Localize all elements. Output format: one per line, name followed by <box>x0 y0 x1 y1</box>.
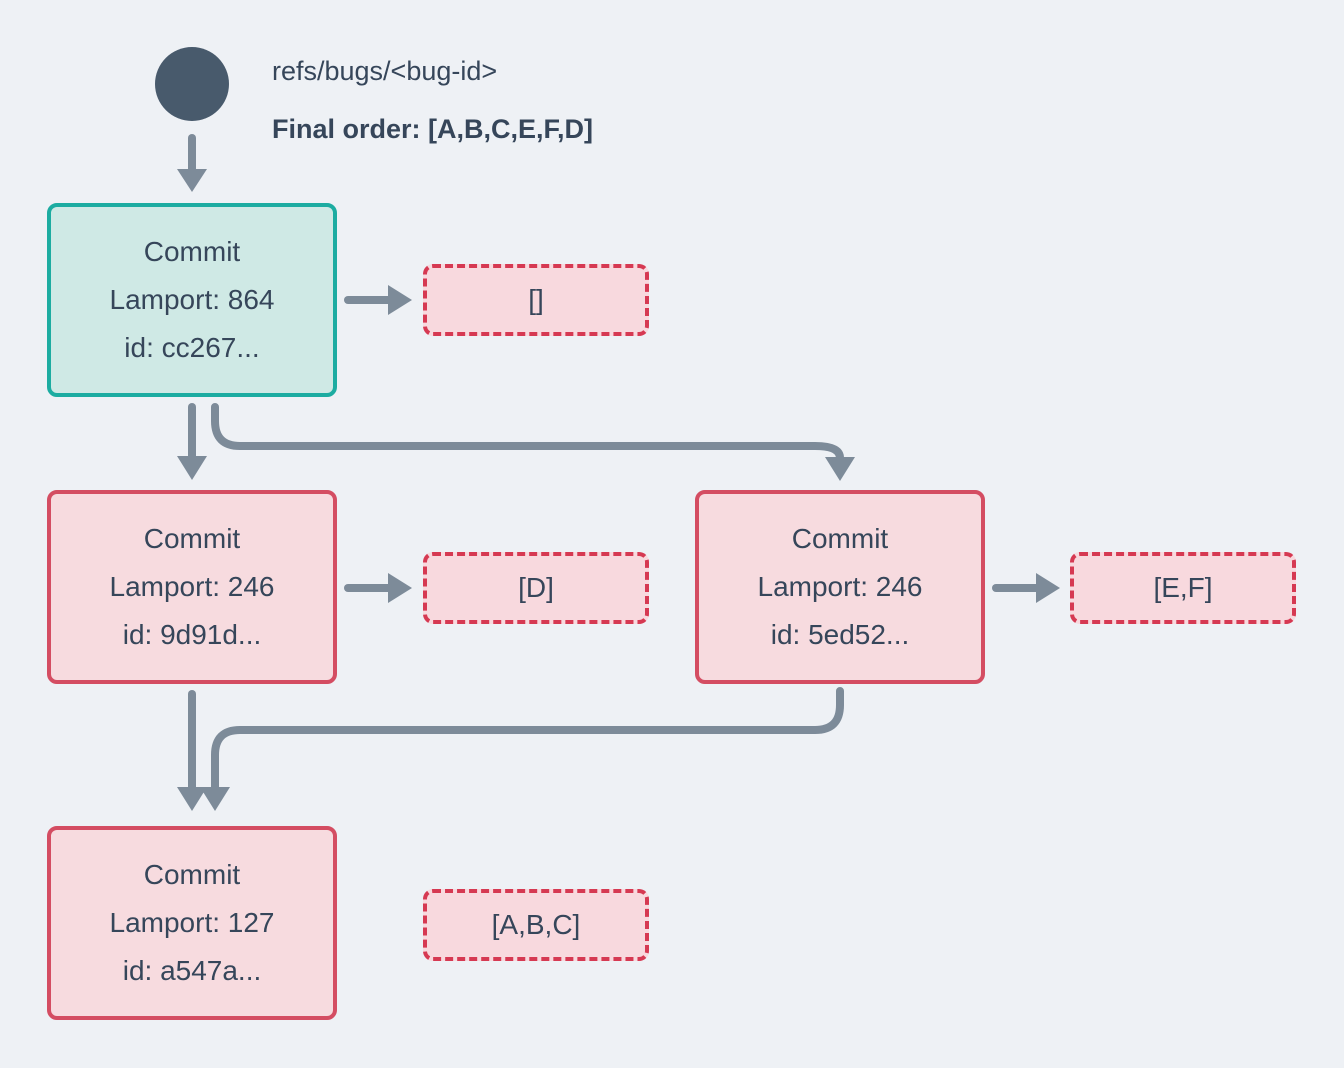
commit-title: Commit <box>791 523 889 554</box>
arrow-ref-to-root <box>177 134 207 192</box>
commit-lamport: Lamport: 864 <box>109 284 275 315</box>
arrow-left-child-to-ops <box>344 573 412 603</box>
arrow-root-to-right-child <box>211 403 855 481</box>
commit-title: Commit <box>143 859 241 890</box>
final-order-label: Final order: [A,B,C,E,F,D] <box>272 114 594 144</box>
ref-label: refs/bugs/<bug-id> <box>272 56 498 86</box>
commit-title: Commit <box>143 236 241 267</box>
commit-node-right-child: Commit Lamport: 246 id: 5ed52... <box>695 490 985 684</box>
arrow-root-to-ops <box>344 285 412 315</box>
arrow-right-child-to-merge <box>200 687 844 811</box>
commit-node-merge-child: Commit Lamport: 127 id: a547a... <box>47 826 337 1020</box>
commit-node-left-child: Commit Lamport: 246 id: 9d91d... <box>47 490 337 684</box>
operations-box-merge-child: [A,B,C] <box>423 889 649 961</box>
commit-id: id: a547a... <box>122 955 262 986</box>
commit-lamport: Lamport: 246 <box>109 571 275 602</box>
operations-box-right-child: [E,F] <box>1070 552 1296 624</box>
arrow-right-child-to-ops <box>992 573 1060 603</box>
commit-title: Commit <box>143 523 241 554</box>
arrow-root-to-left-child <box>177 403 207 480</box>
operations-box-root: [] <box>423 264 649 336</box>
commit-node-root: Commit Lamport: 864 id: cc267... <box>47 203 337 397</box>
operations-box-left-child: [D] <box>423 552 649 624</box>
commit-id: id: 5ed52... <box>770 619 910 650</box>
ref-head-icon <box>155 47 229 121</box>
arrow-left-child-to-merge <box>177 690 207 811</box>
commit-lamport: Lamport: 127 <box>109 907 275 938</box>
commit-id: id: cc267... <box>124 332 260 363</box>
commit-id: id: 9d91d... <box>122 619 262 650</box>
commit-lamport: Lamport: 246 <box>757 571 923 602</box>
